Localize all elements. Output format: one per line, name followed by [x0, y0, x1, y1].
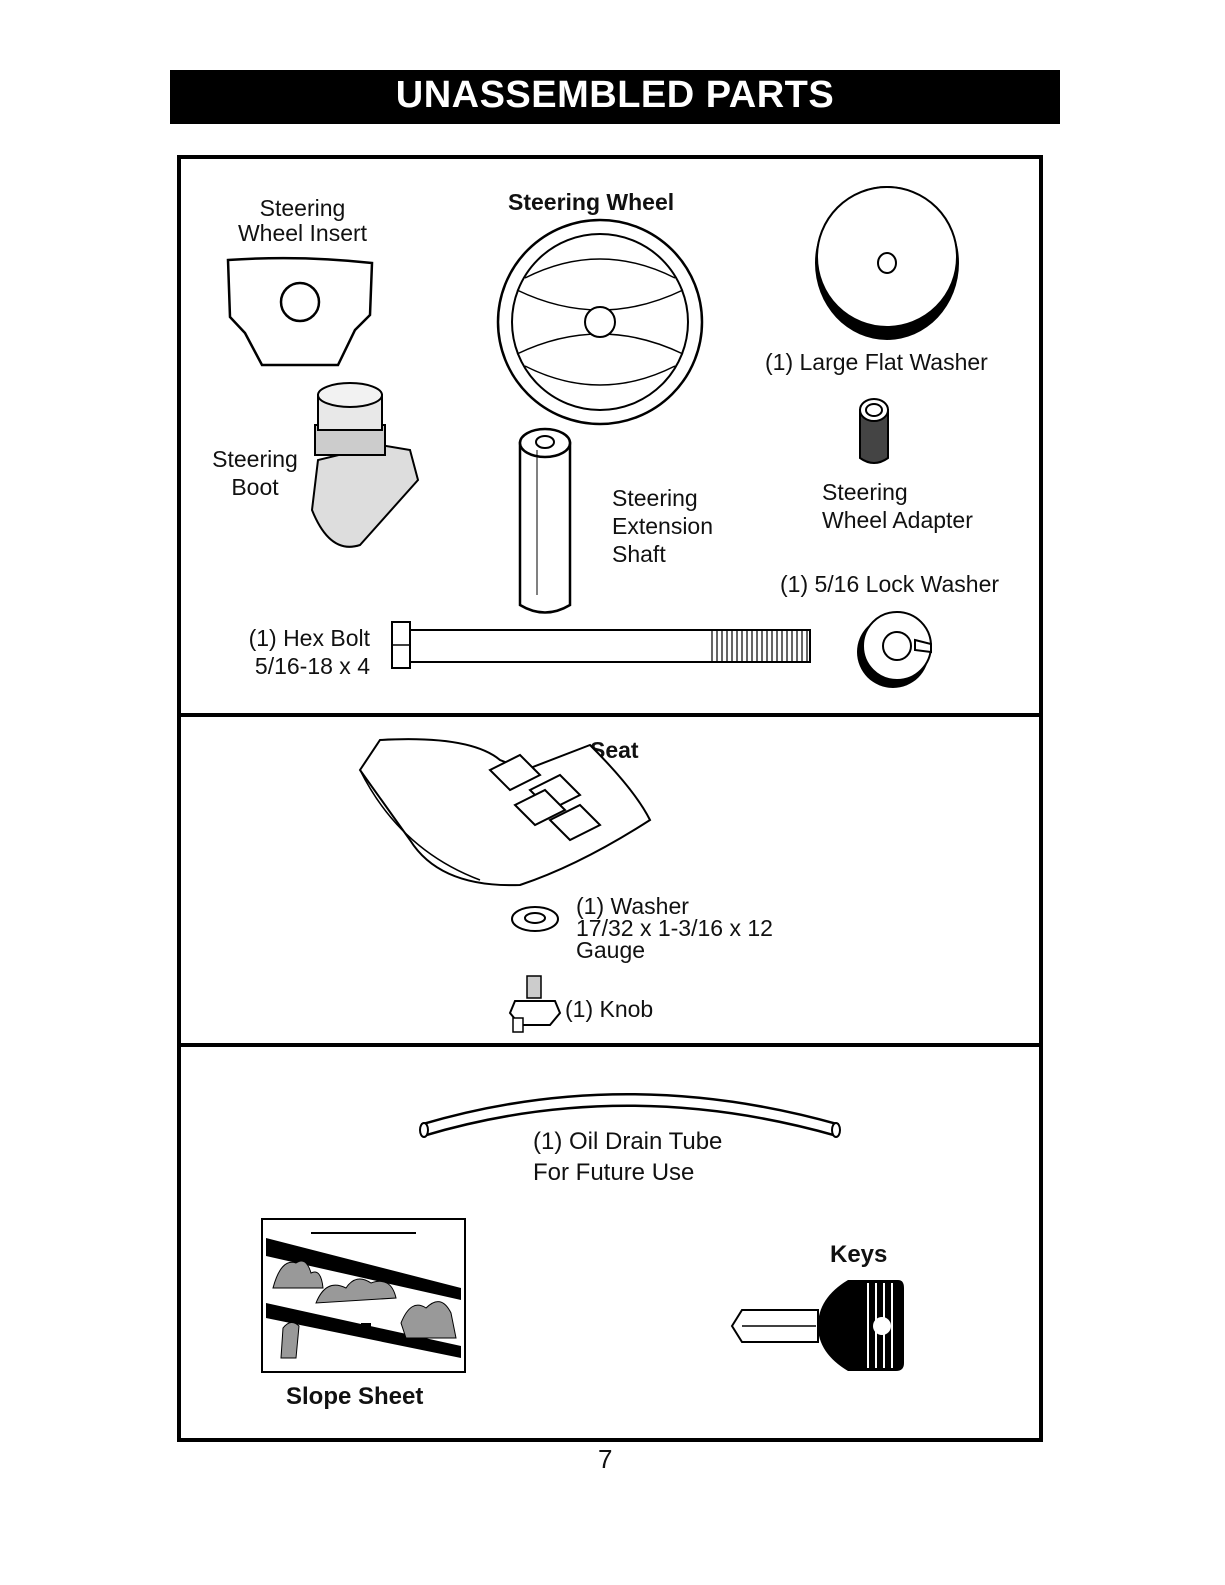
large-flat-washer-illustration	[815, 185, 960, 340]
knob-illustration	[505, 973, 565, 1035]
section-divider-2	[177, 1043, 1043, 1047]
steering-wheel-insert-label: Steering Wheel Insert	[230, 196, 375, 246]
steering-boot-illustration	[290, 380, 425, 555]
hex-bolt-illustration	[390, 620, 815, 670]
steering-wheel-adapter-illustration	[857, 398, 892, 466]
washer-label: (1) Washer 17/32 x 1-3/16 x 12 Gauge	[576, 895, 773, 961]
slope-sheet-label: Slope Sheet	[286, 1383, 423, 1411]
washer-illustration	[510, 905, 560, 933]
steering-wheel-illustration	[495, 220, 705, 425]
lock-washer-label: (1) 5/16 Lock Washer	[780, 570, 999, 598]
key-illustration	[728, 1278, 908, 1373]
hex-bolt-label: (1) Hex Bolt 5/16-18 x 4	[225, 624, 370, 680]
steering-wheel-label: Steering Wheel	[508, 188, 674, 216]
steering-wheel-insert-illustration	[220, 255, 380, 370]
section-divider-1	[177, 713, 1043, 717]
steering-wheel-adapter-label: Steering Wheel Adapter	[822, 478, 973, 534]
seat-illustration	[350, 730, 655, 890]
steering-extension-shaft-illustration	[515, 425, 575, 620]
page-number: 7	[598, 1444, 612, 1475]
keys-label: Keys	[830, 1241, 887, 1269]
lock-washer-illustration	[855, 610, 935, 690]
slope-sheet-illustration	[261, 1218, 466, 1373]
large-flat-washer-label: (1) Large Flat Washer	[765, 348, 988, 376]
knob-label: (1) Knob	[565, 995, 653, 1023]
steering-extension-shaft-label: Steering Extension Shaft	[612, 484, 713, 568]
oil-drain-tube-label: (1) Oil Drain Tube For Future Use	[533, 1126, 722, 1188]
page-title: UNASSEMBLED PARTS	[170, 70, 1060, 124]
